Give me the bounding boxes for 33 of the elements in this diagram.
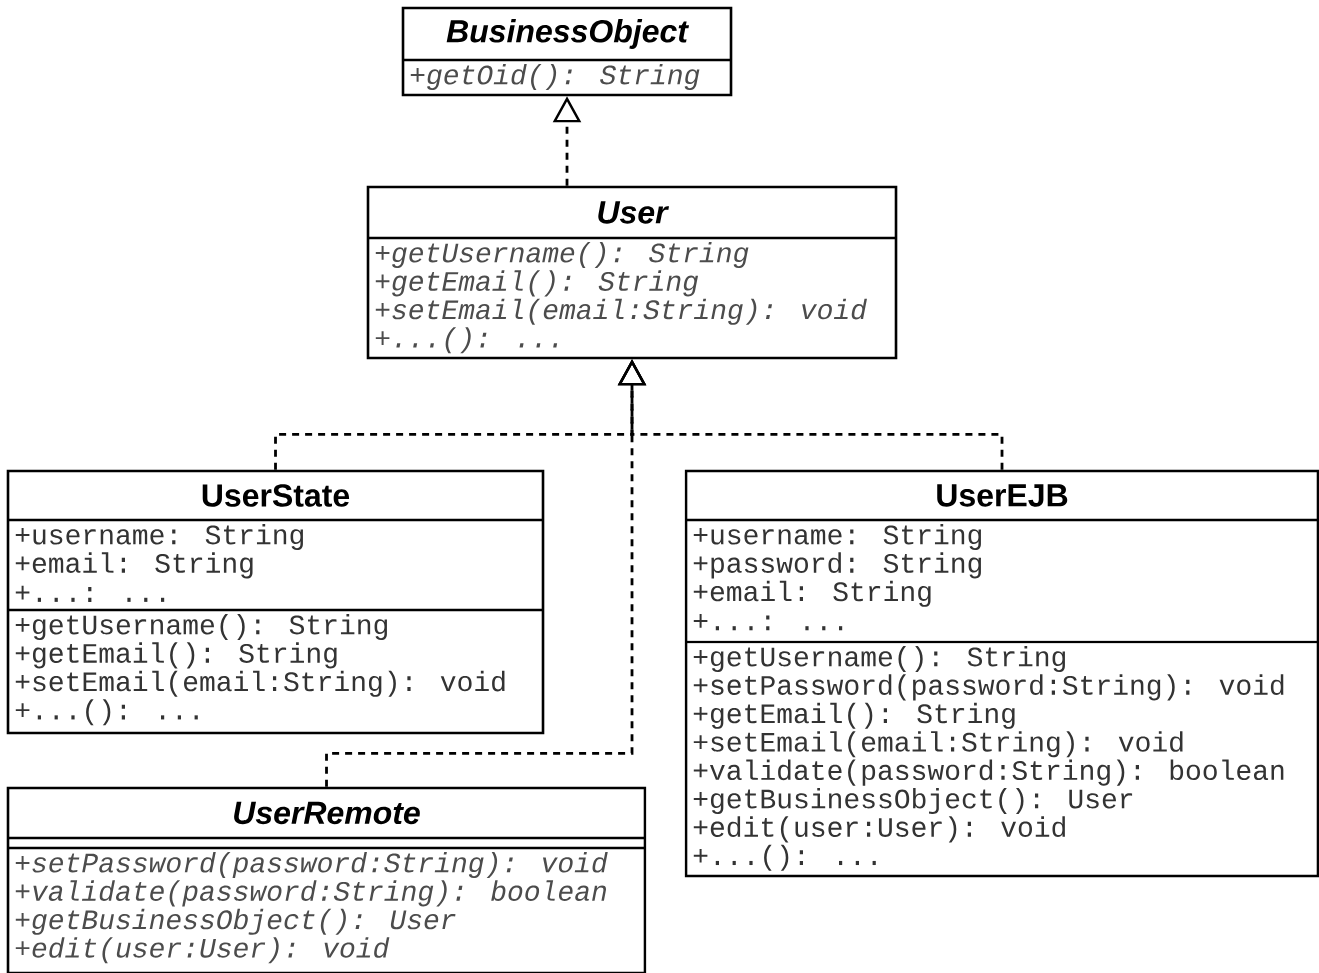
operation-text: +setEmail(email:String): void [375, 298, 867, 325]
attribute-text: +password: String [693, 552, 981, 579]
operation-text: +setEmail(email:String): void [693, 731, 1183, 758]
operation-text: +edit(user:User): void [693, 816, 1065, 843]
operation-text: +...(): ... [15, 699, 198, 726]
operation-text: +validate(password:String): boolean [15, 880, 606, 907]
operation-text: +getUsername(): String [375, 241, 749, 269]
attribute-text: +username: String [693, 523, 981, 551]
operation-text: +getUsername(): String [693, 645, 1065, 673]
operation-text: +setPassword(password:String): void [693, 674, 1284, 701]
operation-text: +getEmail(): String [15, 642, 337, 669]
operation-text: +...(): ... [375, 327, 558, 354]
operation-text: +setPassword(password:String): void [15, 851, 608, 879]
operation-text: +getEmail(): String [375, 270, 699, 297]
class-name: UserState [202, 484, 350, 507]
attribute-text: +email: String [15, 552, 253, 579]
class-name: User [598, 201, 670, 224]
operation-text: +getBusinessObject(): User [693, 787, 1133, 815]
class-name: UserEJB [937, 484, 1068, 507]
attribute-text: +...: ... [693, 614, 843, 631]
operation-text: +validate(password:String): boolean [693, 759, 1284, 786]
class-name: BusinessObject [446, 19, 689, 49]
class-name: UserRemote [234, 801, 420, 825]
operation-text: +getEmail(): String [693, 702, 1015, 729]
operation-text: +...(): ... [693, 844, 876, 871]
operation-text: +getUsername(): String [15, 613, 387, 641]
operation-text: +setEmail(email:String): void [15, 670, 505, 697]
attribute-text: +username: String [15, 523, 303, 551]
attribute-text: +email: String [693, 580, 931, 607]
operation-text: +getBusinessObject(): User [15, 908, 456, 935]
operation-text: +edit(user:User): void [15, 937, 390, 964]
attribute-text: +...: ... [15, 585, 165, 602]
operation-text: +getOid(): String [410, 63, 700, 91]
